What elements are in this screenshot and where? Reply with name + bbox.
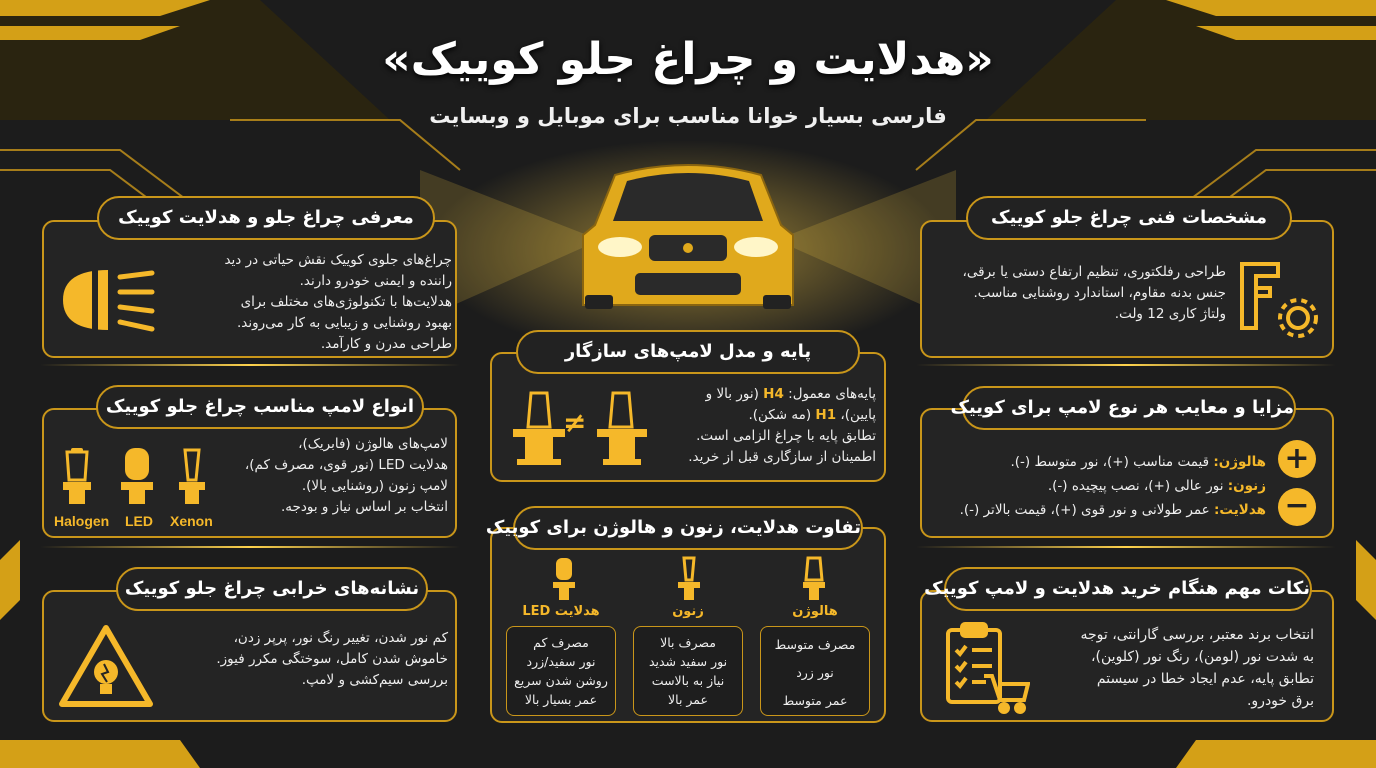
tips-line: تطابق پایه، عدم ایجاد خطا در سیستم	[1096, 671, 1314, 687]
plus-icon: +	[1278, 440, 1316, 478]
pros-row-label: زنون:	[1227, 478, 1266, 494]
compare-col-halogen-head: هالوژن	[792, 604, 838, 619]
pros-row-label: هالوژن:	[1213, 454, 1266, 470]
warning-bulb-icon	[58, 624, 154, 710]
base-h1: H1	[815, 407, 837, 423]
pros-row-text: عمر طولانی و نور قوی (+)، قیمت بالاتر (-…	[959, 502, 1215, 518]
specs-line: طراحی رفلکتوری، تنظیم ارتفاع دستی یا برق…	[962, 264, 1226, 280]
lamp-label-xenon: Xenon	[170, 513, 213, 529]
compare-item: مصرف بالا	[660, 635, 716, 650]
tips-line: به شدت نور (لومن)، رنگ نور (کلوین)،	[1091, 649, 1314, 665]
intro-line: راننده و ایمنی خودرو دارند.	[299, 273, 452, 289]
led-bulb-icon	[553, 558, 575, 600]
specs-text: طراحی رفلکتوری، تنظیم ارتفاع دستی یا برق…	[926, 262, 1226, 325]
pros-row: هالوژن: قیمت مناسب (+)، نور متوسط (-).	[936, 450, 1266, 474]
specs-line: ولتاژ کاری 12 ولت.	[1114, 306, 1226, 322]
halogen-bulb-icon	[803, 556, 825, 600]
not-equal-icon: ≠	[563, 406, 587, 439]
intro-title: معرفی چراغ جلو و هدلایت کوییک	[97, 196, 435, 240]
headlight-icon	[58, 265, 158, 335]
types-line: هدلایت LED (نور قوی، مصرف کم)،	[244, 457, 448, 473]
compare-item: مصرف کم	[533, 635, 589, 650]
page-subtitle: فارسی بسیار خوانا مناسب برای موبایل و وب…	[429, 104, 947, 128]
compare-title: تفاوت هدلایت، زنون و هالوژن برای کوییک	[486, 506, 863, 550]
compare-item: عمر بالا	[668, 692, 708, 707]
base-line-1-post: (نور بالا و	[705, 386, 764, 402]
base-text: پایه‌های معمول: H4 (نور بالا و پایین)، H…	[666, 384, 876, 468]
failure-line: خاموش شدن کامل، سوختگی مکرر فیوز.	[216, 651, 448, 667]
pros-text: هالوژن: قیمت مناسب (+)، نور متوسط (-). ز…	[936, 450, 1266, 522]
intro-line: چراغ‌های جلوی کوییک نقش حیاتی در دید	[224, 252, 452, 268]
intro-line: بهبود روشنایی و زیبایی به کار می‌روند.	[236, 315, 452, 331]
types-line: لامپ زنون (روشنایی بالا).	[301, 478, 448, 494]
glow-line	[916, 546, 1336, 548]
failure-line: بررسی سیم‌کشی و لامپ.	[301, 672, 448, 688]
compare-col-halogen: مصرف متوسط نور زرد عمر متوسط	[760, 626, 870, 716]
caliper-gear-icon	[1236, 258, 1322, 340]
tips-line: انتخاب برند معتبر، بررسی گارانتی، توجه	[1080, 627, 1314, 643]
lamp-label-halogen: Halogen	[54, 513, 110, 529]
specs-line: جنس بدنه مقاوم، استاندارد روشنایی مناسب.	[973, 285, 1226, 301]
compare-item: نور سفید شدید	[648, 654, 728, 669]
car-illustration	[575, 155, 801, 315]
base-line-1: پایه‌های معمول: H4 (نور بالا و	[666, 384, 876, 405]
h4-h1-bulbs-icon	[505, 385, 665, 475]
checklist-cart-icon	[944, 620, 1030, 716]
base-line-3: تطابق پایه با چراغ الزامی است.	[696, 428, 876, 444]
base-title: پایه و مدل لامپ‌های سازگار	[516, 330, 860, 374]
intro-line: هدلایت‌ها با تکنولوژی‌های مختلف برای	[240, 294, 452, 310]
glow-line	[40, 364, 460, 366]
compare-item: نور سفید/زرد	[526, 654, 596, 669]
failure-text: کم نور شدن، تغییر رنگ نور، پرپر زدن، خام…	[188, 628, 448, 691]
compare-col-led: مصرف کم نور سفید/زرد روشن شدن سریع عمر ب…	[506, 626, 616, 716]
pros-title: مزایا و معایب هر نوع لامپ برای کوییک	[951, 386, 1296, 430]
pros-row-text: قیمت مناسب (+)، نور متوسط (-).	[1010, 454, 1214, 470]
compare-item: نیاز به بالاست	[651, 673, 725, 688]
compare-item: مصرف متوسط	[774, 637, 856, 652]
glow-line	[916, 364, 1336, 366]
glow-line	[40, 546, 460, 548]
failure-panel	[42, 590, 457, 722]
base-line-2-post: (مه شکن).	[748, 407, 816, 423]
base-line-1-pre: پایه‌های معمول:	[783, 386, 876, 402]
base-line-4: اطمینان از سازگاری قبل از خرید.	[688, 449, 876, 465]
types-text: لامپ‌های هالوژن (فابریک)، هدلایت LED (نو…	[218, 434, 448, 518]
failure-line: کم نور شدن، تغییر رنگ نور، پرپر زدن،	[233, 630, 448, 646]
types-title: انواع لامپ مناسب چراغ جلو کوییک	[96, 385, 424, 429]
intro-line: طراحی مدرن و کارآمد.	[320, 336, 452, 352]
lamp-label-led: LED	[125, 513, 153, 529]
compare-col-xenon: مصرف بالا نور سفید شدید نیاز به بالاست ع…	[633, 626, 743, 716]
types-line: انتخاب بر اساس نیاز و بودجه.	[280, 499, 448, 515]
base-line-2: پایین)، H1 (مه شکن).	[666, 405, 876, 426]
page-title: «هدلایت و چراغ جلو کوییک»	[382, 34, 994, 85]
compare-item: عمر متوسط	[782, 693, 848, 708]
failure-title: نشانه‌های خرابی چراغ جلو کوییک	[116, 567, 428, 611]
compare-item: روشن شدن سریع	[514, 673, 608, 688]
pros-row-text: نور عالی (+)، نصب پیچیده (-).	[1047, 478, 1228, 494]
types-line: لامپ‌های هالوژن (فابریک)،	[298, 436, 448, 452]
tips-text: انتخاب برند معتبر، بررسی گارانتی، توجه ب…	[1038, 624, 1314, 712]
tips-title: نکات مهم هنگام خرید هدلایت و لامپ کوییک	[924, 567, 1312, 611]
compare-item: نور زرد	[796, 665, 834, 680]
compare-col-led-head: هدلایت LED	[522, 604, 600, 619]
minus-icon: −	[1278, 488, 1316, 526]
compare-col-xenon-head: زنون	[672, 604, 704, 619]
tips-line: برق خودرو.	[1246, 693, 1314, 709]
base-line-2-pre: پایین)،	[836, 407, 876, 423]
pros-row: هدلایت: عمر طولانی و نور قوی (+)، قیمت ب…	[936, 498, 1266, 522]
lamp-bulbs-icon	[55, 442, 225, 512]
base-h4: H4	[763, 386, 784, 402]
specs-title: مشخصات فنی چراغ جلو کوییک	[966, 196, 1292, 240]
compare-item: عمر بسیار بالا	[524, 692, 598, 707]
intro-text: چراغ‌های جلوی کوییک نقش حیاتی در دید ران…	[182, 250, 452, 355]
pros-row-label: هدلایت:	[1214, 502, 1266, 518]
pros-row: زنون: نور عالی (+)، نصب پیچیده (-).	[936, 474, 1266, 498]
xenon-bulb-icon	[678, 556, 700, 600]
